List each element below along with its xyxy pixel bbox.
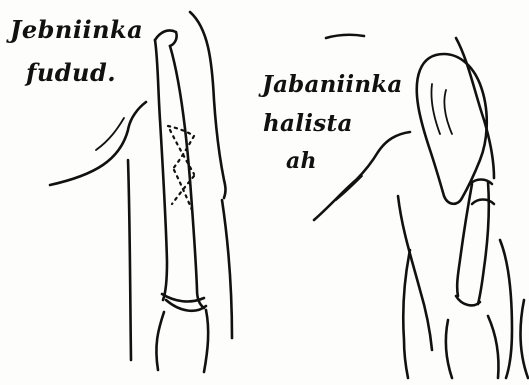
- left-body-outline-outer: [50, 102, 146, 185]
- right-leg-contour: [500, 240, 512, 378]
- left-dotted-bandage-3: [172, 136, 194, 170]
- left-back-contour-upper: [190, 12, 226, 198]
- right-hip-curves: [446, 316, 499, 378]
- right-caption-line2: halista: [263, 112, 353, 135]
- left-dotted-bandage-1: [168, 126, 194, 136]
- left-caption-line1: Jebniinka: [10, 18, 143, 42]
- left-back-contour-lower: [222, 200, 232, 338]
- left-splint-top-cap: [155, 30, 177, 46]
- right-caption-line3: ah: [286, 150, 317, 172]
- left-hand-outline: [156, 310, 208, 372]
- left-caption-line2: fudud.: [26, 61, 116, 85]
- left-splint-left-edge: [155, 40, 167, 300]
- right-sling-inner: [431, 84, 452, 134]
- right-wrist-band: [470, 180, 494, 205]
- left-body-outline-inner: [96, 118, 124, 150]
- left-body-vertical-line: [128, 160, 131, 360]
- right-body-outline-inner: [336, 176, 362, 200]
- right-corner-contour: [521, 300, 528, 378]
- left-splint-right-edge: [170, 46, 204, 308]
- right-caption-line1: Jabaniinka: [262, 73, 403, 96]
- right-top-dash: [326, 35, 364, 38]
- right-body-vertical-2: [403, 250, 410, 378]
- right-hand: [456, 296, 480, 305]
